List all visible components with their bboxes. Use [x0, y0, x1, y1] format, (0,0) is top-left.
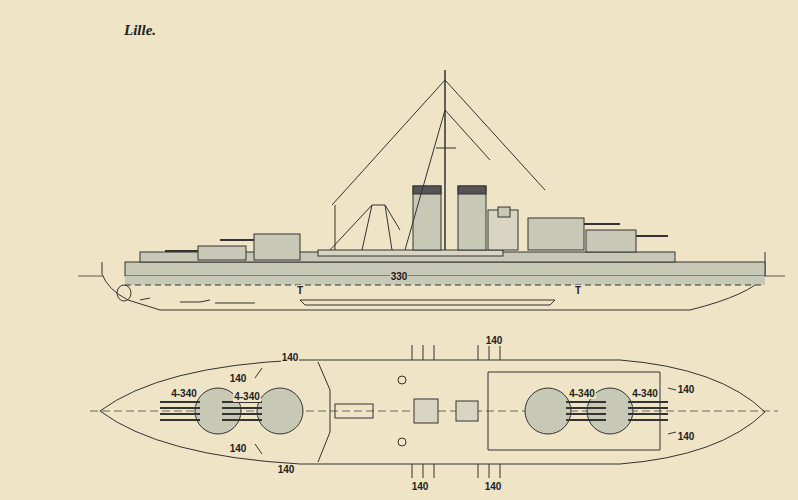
- ship-title: Lille.: [124, 22, 156, 39]
- turret-calibre: 4-340: [568, 388, 596, 399]
- gun-calibre: 140: [677, 384, 696, 395]
- torpedo-mark: T: [574, 285, 582, 296]
- turret-calibre: 4-340: [170, 388, 198, 399]
- gun-calibre: 140: [484, 481, 503, 492]
- turret-calibre: 4-340: [233, 391, 261, 402]
- gun-calibre: 140: [485, 335, 504, 346]
- length-number: 330: [390, 271, 409, 282]
- gun-calibre: 140: [411, 481, 430, 492]
- gun-calibre: 140: [229, 443, 248, 454]
- gun-calibre: 140: [229, 373, 248, 384]
- gun-calibre: 140: [677, 431, 696, 442]
- gun-calibre: 140: [281, 352, 300, 363]
- gun-calibre: 140: [277, 464, 296, 475]
- torpedo-mark: T: [296, 285, 304, 296]
- turret-calibre: 4-340: [631, 388, 659, 399]
